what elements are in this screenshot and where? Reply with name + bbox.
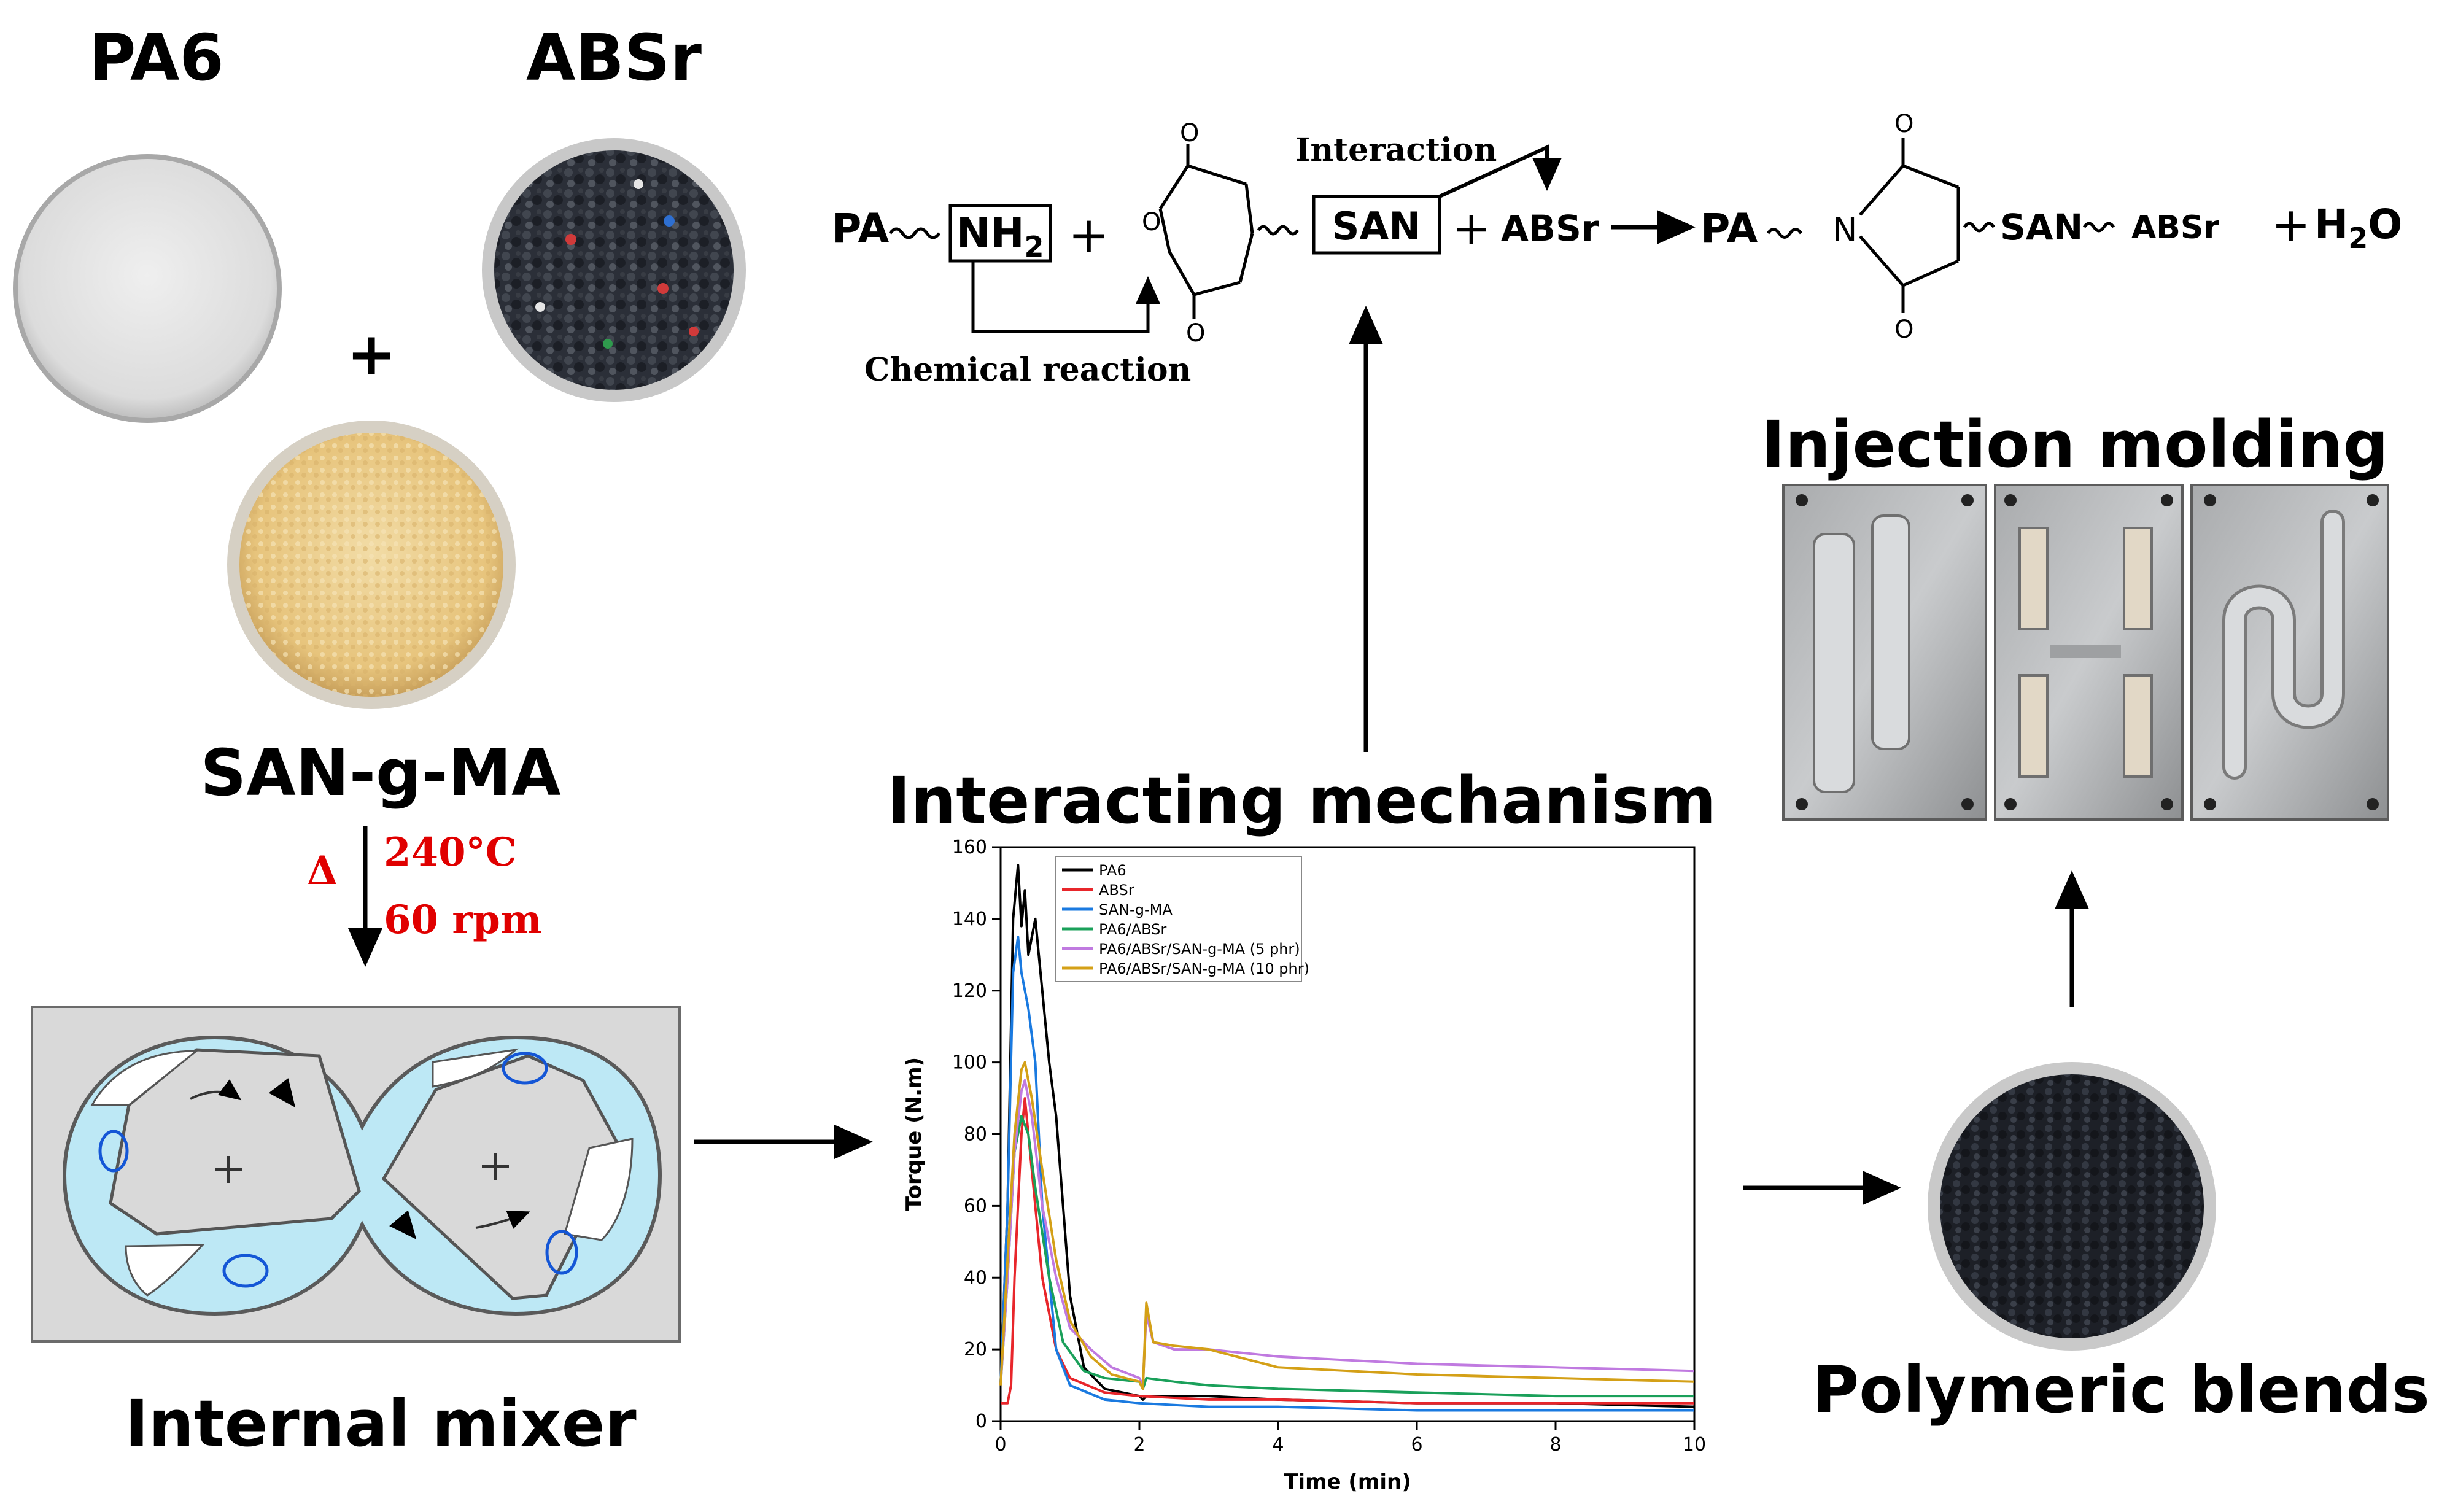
x-tick-label: 6 <box>1411 1434 1422 1456</box>
legend-entry: PA6 <box>1099 862 1126 879</box>
y-tick-label: 160 <box>952 837 987 858</box>
wavy-bond-5 <box>2082 222 2115 233</box>
y-tick-label: 60 <box>964 1195 987 1217</box>
wavy-bond-2 <box>1257 225 1300 236</box>
legend-entry: PA6/ABSr/SAN-g-MA (5 phr) <box>1099 940 1300 958</box>
injection-mold-plate-1 <box>1782 484 1987 821</box>
plus-2: + <box>1452 201 1491 255</box>
imide-ring <box>1859 138 1960 313</box>
y-tick-label: 80 <box>964 1124 987 1146</box>
chart-y-axis-label: Torque (N.m) <box>902 1057 926 1211</box>
x-tick-label: 0 <box>994 1434 1006 1456</box>
absr-label: ABSr <box>526 20 702 95</box>
legend-entry: SAN-g-MA <box>1099 901 1173 918</box>
imide-o-top: O <box>1894 110 1913 138</box>
maleic-anhydride-ring <box>1158 144 1254 319</box>
wavy-bond-4 <box>1963 222 1996 233</box>
amine-group: NH2 <box>956 209 1044 263</box>
x-tick-label: 10 <box>1683 1434 1706 1456</box>
amine-box <box>948 204 1052 263</box>
product-pa: PA <box>1700 205 1758 252</box>
carbonyl-o-bottom: O <box>1186 319 1205 347</box>
injection-mold-plate-3 <box>2190 484 2389 821</box>
series-line <box>999 1061 1695 1390</box>
internal-mixer-label: Internal mixer <box>125 1386 636 1461</box>
y-tick-label: 120 <box>952 980 987 1002</box>
legend-entry: PA6/ABSr <box>1099 921 1166 938</box>
y-tick-label: 140 <box>952 909 987 930</box>
y-tick-label: 40 <box>964 1267 987 1289</box>
temperature-label: 240°C <box>384 829 517 875</box>
heat-symbol: Δ <box>307 848 338 894</box>
pa6-label: PA6 <box>89 20 224 95</box>
product-absr: ABSr <box>2131 209 2219 246</box>
san-g-ma-label: SAN-g-MA <box>200 735 560 810</box>
polymeric-blends-dish <box>1928 1062 2216 1351</box>
series-line <box>999 864 1695 1408</box>
wavy-bond-3 <box>1766 228 1803 239</box>
x-tick-label: 4 <box>1272 1434 1284 1456</box>
pa6-pellets-dish <box>13 154 282 423</box>
reactant-absr: ABSr <box>1501 207 1599 249</box>
plus-sign: + <box>347 320 396 389</box>
series-line <box>999 936 1694 1412</box>
x-tick-label: 8 <box>1549 1434 1561 1456</box>
polymeric-blends-label: Polymeric blends <box>1812 1352 2430 1427</box>
chart-series <box>999 864 1695 1412</box>
absr-pellets-dish <box>482 138 746 402</box>
interacting-mechanism-label: Interacting mechanism <box>887 763 1716 838</box>
san-box <box>1312 195 1441 255</box>
reaction-scheme: PA NH2 + O O O SAN + ABSr Interaction <box>832 110 2402 389</box>
legend-entry: PA6/ABSr/SAN-g-MA (10 phr) <box>1099 960 1309 977</box>
injection-molding-label: Injection molding <box>1761 407 2389 482</box>
ring-oxygen: O <box>1142 208 1161 236</box>
chemical-reaction-label: Chemical reaction <box>864 351 1191 389</box>
water: H2O <box>2314 201 2402 255</box>
plus-3: + <box>2271 197 2311 252</box>
reactant-pa: PA <box>832 205 889 252</box>
chemical-reaction-bracket <box>971 261 1160 333</box>
series-line <box>999 1115 1694 1398</box>
series-line <box>999 1079 1695 1387</box>
y-tick-label: 20 <box>964 1339 987 1360</box>
imide-o-bottom: O <box>1894 316 1913 344</box>
y-tick-label: 100 <box>952 1052 987 1074</box>
x-tick-label: 2 <box>1133 1434 1145 1456</box>
product-san: SAN <box>2000 206 2083 248</box>
legend-box <box>1055 856 1302 982</box>
chart-x-axis-label: Time (min) <box>1284 1470 1411 1494</box>
carbonyl-o-top: O <box>1180 119 1199 147</box>
internal-mixer-diagram <box>31 1006 681 1343</box>
legend-entry: ABSr <box>1099 882 1134 899</box>
san-g-ma-pellets-dish <box>227 421 516 709</box>
imide-nitrogen: N <box>1832 211 1857 249</box>
speed-label: 60 rpm <box>384 897 542 943</box>
interaction-label: Interaction <box>1295 131 1497 169</box>
plus-1: + <box>1068 206 1109 263</box>
san-group: SAN <box>1332 204 1421 249</box>
interaction-arrow <box>1438 144 1562 198</box>
wavy-bond <box>888 227 941 239</box>
injection-mold-plate-2 <box>1994 484 2184 821</box>
y-tick-label: 0 <box>975 1411 987 1432</box>
